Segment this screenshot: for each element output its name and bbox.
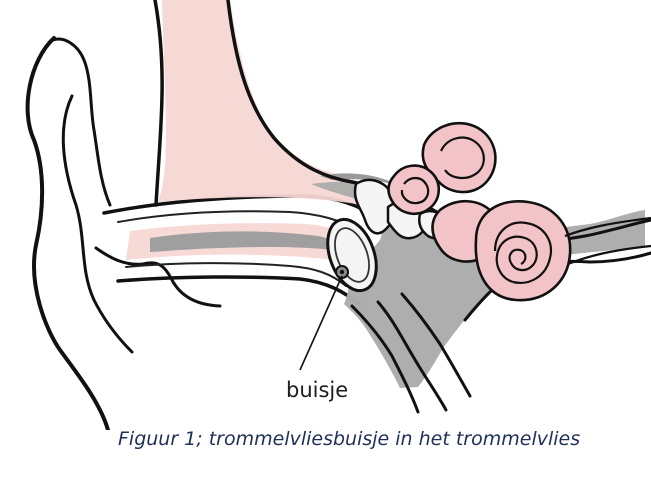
ear-canal-lower-wall bbox=[118, 277, 360, 305]
outer-ear-helix bbox=[53, 39, 110, 205]
ear-diagram bbox=[0, 0, 651, 430]
skull-contour bbox=[155, 0, 162, 205]
figure-caption: Figuur 1; trommelvliesbuisje in het trom… bbox=[118, 428, 580, 450]
tympanostomy-tube-hole bbox=[340, 270, 344, 274]
outer-ear-auricle bbox=[28, 38, 108, 430]
outer-ear-inner-fold bbox=[63, 96, 132, 352]
label-pointer-line bbox=[300, 276, 342, 370]
semicircular-canal-lateral bbox=[388, 166, 438, 214]
tube-label: buisje bbox=[286, 378, 348, 402]
